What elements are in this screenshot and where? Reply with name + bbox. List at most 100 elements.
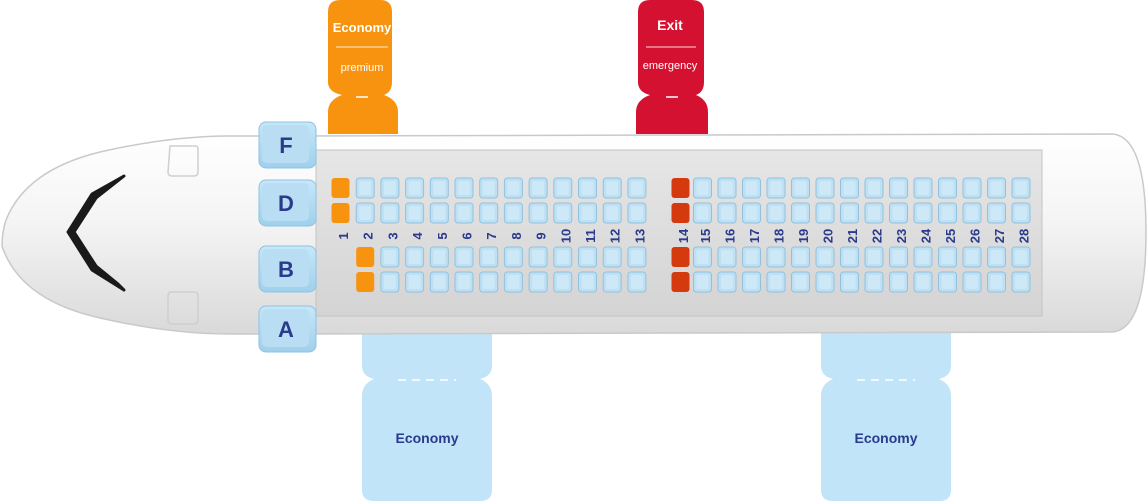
seat-1-d-bottom[interactable] [331, 203, 350, 223]
seat-9-d-bottom[interactable] [528, 202, 548, 224]
seat-9-b-top[interactable] [528, 246, 548, 268]
seat-2-d-top[interactable] [355, 177, 375, 199]
seat-18-b-bottom[interactable] [766, 271, 786, 293]
seat-21-b-top[interactable] [840, 246, 859, 268]
seat-16-d-top[interactable] [717, 177, 737, 199]
seat-7-d-top[interactable] [479, 177, 499, 199]
seat-22-d-bottom[interactable] [864, 202, 884, 224]
seat-1-d-top[interactable] [331, 178, 350, 198]
seat-21-d-bottom[interactable] [840, 202, 859, 224]
seat-4-d-bottom[interactable] [405, 202, 425, 224]
seat-26-b-bottom[interactable] [962, 271, 982, 293]
seat-25-b-top[interactable] [938, 246, 957, 268]
seat-18-b-top[interactable] [766, 246, 786, 268]
seat-13-b-bottom[interactable] [627, 271, 647, 293]
seat-20-d-bottom[interactable] [815, 202, 835, 224]
seat-27-d-bottom[interactable] [987, 202, 1006, 224]
seat-15-d-top[interactable] [693, 177, 712, 199]
seat-23-b-top[interactable] [889, 246, 908, 268]
seat-3-d-top[interactable] [380, 177, 400, 199]
seat-4-b-top[interactable] [405, 246, 425, 268]
seat-6-d-bottom[interactable] [454, 202, 474, 224]
seat-9-d-top[interactable] [528, 177, 548, 199]
seat-2-d-bottom[interactable] [355, 202, 375, 224]
seat-16-b-top[interactable] [717, 246, 737, 268]
seat-12-b-bottom[interactable] [602, 271, 622, 293]
seat-26-b-top[interactable] [962, 246, 982, 268]
seat-8-b-top[interactable] [503, 246, 523, 268]
seat-7-d-bottom[interactable] [479, 202, 499, 224]
seat-7-b-bottom[interactable] [479, 271, 499, 293]
seat-5-b-top[interactable] [429, 246, 449, 268]
seat-8-b-bottom[interactable] [503, 271, 523, 293]
seat-17-d-top[interactable] [742, 177, 761, 199]
seat-9-b-bottom[interactable] [528, 271, 548, 293]
seat-4-d-top[interactable] [405, 177, 425, 199]
seat-7-b-top[interactable] [479, 246, 499, 268]
seat-15-b-top[interactable] [693, 246, 712, 268]
seat-20-b-bottom[interactable] [815, 271, 835, 293]
seat-24-b-top[interactable] [913, 246, 933, 268]
seat-19-b-bottom[interactable] [791, 271, 810, 293]
seat-27-b-bottom[interactable] [987, 271, 1006, 293]
seat-26-d-bottom[interactable] [962, 202, 982, 224]
seat-17-b-bottom[interactable] [742, 271, 761, 293]
seat-21-d-top[interactable] [840, 177, 859, 199]
seat-15-d-bottom[interactable] [693, 202, 712, 224]
seat-11-d-top[interactable] [578, 177, 597, 199]
seat-23-d-bottom[interactable] [889, 202, 908, 224]
seat-17-b-top[interactable] [742, 246, 761, 268]
seat-28-b-bottom[interactable] [1011, 271, 1031, 293]
seat-13-d-top[interactable] [627, 177, 647, 199]
seat-23-d-top[interactable] [889, 177, 908, 199]
seat-8-d-bottom[interactable] [503, 202, 523, 224]
seat-18-d-top[interactable] [766, 177, 786, 199]
seat-5-d-bottom[interactable] [429, 202, 449, 224]
seat-2-b-bottom[interactable] [356, 272, 375, 292]
row-letter-tab-f[interactable]: F [258, 121, 317, 169]
seat-25-b-bottom[interactable] [938, 271, 957, 293]
seat-13-b-top[interactable] [627, 246, 647, 268]
seat-5-d-top[interactable] [429, 177, 449, 199]
seat-16-d-bottom[interactable] [717, 202, 737, 224]
seat-11-d-bottom[interactable] [578, 202, 597, 224]
seat-24-d-bottom[interactable] [913, 202, 933, 224]
seat-25-d-top[interactable] [938, 177, 957, 199]
seat-21-b-bottom[interactable] [840, 271, 859, 293]
seat-14-d-bottom[interactable] [671, 203, 690, 223]
seat-17-d-bottom[interactable] [742, 202, 761, 224]
seat-18-d-bottom[interactable] [766, 202, 786, 224]
seat-24-b-bottom[interactable] [913, 271, 933, 293]
seat-14-b-bottom[interactable] [671, 272, 690, 292]
seat-20-b-top[interactable] [815, 246, 835, 268]
seat-20-d-top[interactable] [815, 177, 835, 199]
seat-14-d-top[interactable] [671, 178, 690, 198]
seat-3-b-top[interactable] [380, 246, 400, 268]
seat-27-d-top[interactable] [987, 177, 1006, 199]
seat-10-b-top[interactable] [553, 246, 573, 268]
seat-10-b-bottom[interactable] [553, 271, 573, 293]
seat-10-d-bottom[interactable] [553, 202, 573, 224]
seat-28-d-top[interactable] [1011, 177, 1031, 199]
row-letter-tab-a[interactable]: A [258, 305, 317, 353]
seat-5-b-bottom[interactable] [429, 271, 449, 293]
seat-23-b-bottom[interactable] [889, 271, 908, 293]
seat-6-b-top[interactable] [454, 246, 474, 268]
seat-3-b-bottom[interactable] [380, 271, 400, 293]
seat-22-b-top[interactable] [864, 246, 884, 268]
seat-28-d-bottom[interactable] [1011, 202, 1031, 224]
seat-22-d-top[interactable] [864, 177, 884, 199]
seat-12-b-top[interactable] [602, 246, 622, 268]
seat-16-b-bottom[interactable] [717, 271, 737, 293]
seat-28-b-top[interactable] [1011, 246, 1031, 268]
seat-19-d-bottom[interactable] [791, 202, 810, 224]
seat-24-d-top[interactable] [913, 177, 933, 199]
seat-11-b-bottom[interactable] [578, 271, 597, 293]
seat-15-b-bottom[interactable] [693, 271, 712, 293]
seat-12-d-top[interactable] [602, 177, 622, 199]
seat-10-d-top[interactable] [553, 177, 573, 199]
seat-26-d-top[interactable] [962, 177, 982, 199]
seat-4-b-bottom[interactable] [405, 271, 425, 293]
seat-14-b-top[interactable] [671, 247, 690, 267]
seat-19-d-top[interactable] [791, 177, 810, 199]
